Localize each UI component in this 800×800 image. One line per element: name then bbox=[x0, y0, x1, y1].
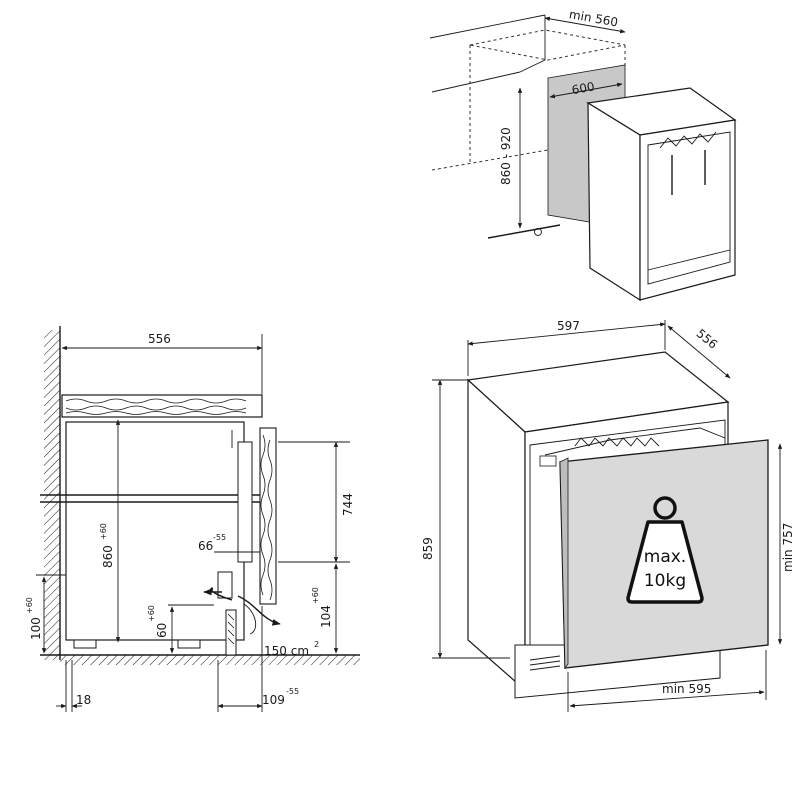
dim-109: 109 bbox=[262, 693, 285, 707]
wood-grain-1 bbox=[65, 398, 247, 404]
hinge-bracket bbox=[659, 131, 717, 149]
wood-grain-2 bbox=[65, 405, 247, 411]
side-section-view: 556 860 +60 744 66 -55 100 +60 60 +60 10… bbox=[25, 326, 360, 712]
airflow-swirl bbox=[243, 603, 257, 635]
dim-556-front: 556 bbox=[694, 326, 721, 351]
dim-104: 104 bbox=[319, 605, 333, 628]
dim-min-757: min 757 bbox=[781, 523, 795, 572]
vent-area-sup: 2 bbox=[314, 640, 319, 649]
plinth-line bbox=[647, 249, 731, 271]
airflow-arrow-in bbox=[237, 595, 281, 626]
dim-860-side: 860 bbox=[101, 545, 115, 568]
plinth-cover bbox=[217, 571, 233, 599]
niche-perspective-view: min 560 600 860 - 920 bbox=[429, 7, 737, 302]
dim-18: 18 bbox=[76, 693, 91, 707]
weight-icon-body bbox=[626, 520, 704, 604]
dim-60-sup: +60 bbox=[147, 605, 156, 622]
dim-109-sup: -55 bbox=[286, 687, 299, 696]
worktop-edge bbox=[519, 59, 546, 73]
weight-label-max: max. bbox=[644, 547, 686, 567]
dim-line-597 bbox=[467, 322, 666, 346]
vent-area: 150 cm bbox=[264, 644, 309, 658]
dim-100-sup: +60 bbox=[25, 597, 34, 614]
grill-slots bbox=[227, 613, 235, 645]
dim-66: 66 bbox=[198, 539, 213, 553]
hinge-rail-top bbox=[544, 427, 726, 456]
appliance-body-section bbox=[65, 421, 245, 641]
dim-60: 60 bbox=[155, 623, 169, 638]
dim-line-595 bbox=[569, 690, 765, 708]
dim-600: 600 bbox=[571, 79, 596, 97]
worktop-front-line bbox=[431, 71, 521, 93]
appliance-side bbox=[587, 101, 641, 302]
dim-104-sup: +60 bbox=[311, 587, 320, 604]
wood-grain-3 bbox=[65, 411, 247, 415]
dim-860-920: 860 - 920 bbox=[499, 127, 513, 185]
weight-icon-ring bbox=[653, 496, 677, 520]
plinth-grill-lines bbox=[529, 655, 561, 671]
dim-line-556-front bbox=[667, 325, 731, 379]
dim-66-sup: -55 bbox=[213, 533, 226, 542]
floor-line bbox=[487, 224, 561, 239]
dim-860-side-sup: +60 bbox=[99, 523, 108, 540]
dim-min-595: min 595 bbox=[662, 682, 711, 696]
hinge-teeth bbox=[574, 437, 660, 447]
dim-line-width bbox=[549, 82, 623, 99]
hinge-block bbox=[539, 455, 557, 467]
dim-100: 100 bbox=[29, 617, 43, 640]
dim-556-side: 556 bbox=[148, 332, 171, 346]
niche-floor-dashed bbox=[431, 149, 549, 171]
weight-label-value: 10kg bbox=[644, 571, 686, 591]
foot-front bbox=[177, 639, 201, 649]
door-grain-1 bbox=[260, 434, 266, 596]
front-perspective-view: max. 10kg 597 556 859 min 757 min 595 bbox=[421, 319, 795, 712]
cabinet-side bbox=[467, 378, 526, 692]
foot-icon bbox=[534, 228, 542, 236]
furniture-door-edge bbox=[559, 457, 569, 670]
foot-rear bbox=[73, 639, 97, 649]
niche-top-dashed bbox=[469, 29, 626, 61]
appliance-perspective bbox=[586, 87, 737, 302]
appliance-door-section bbox=[237, 441, 253, 563]
worktop-back-line bbox=[429, 14, 546, 39]
floor-hatch bbox=[60, 655, 360, 665]
dim-744: 744 bbox=[341, 493, 355, 516]
weight-icon: max. 10kg bbox=[626, 496, 704, 604]
dim-859: 859 bbox=[421, 537, 435, 560]
dim-597: 597 bbox=[557, 319, 580, 333]
door-grain-2 bbox=[267, 439, 273, 601]
dim-line-depth bbox=[544, 16, 626, 34]
